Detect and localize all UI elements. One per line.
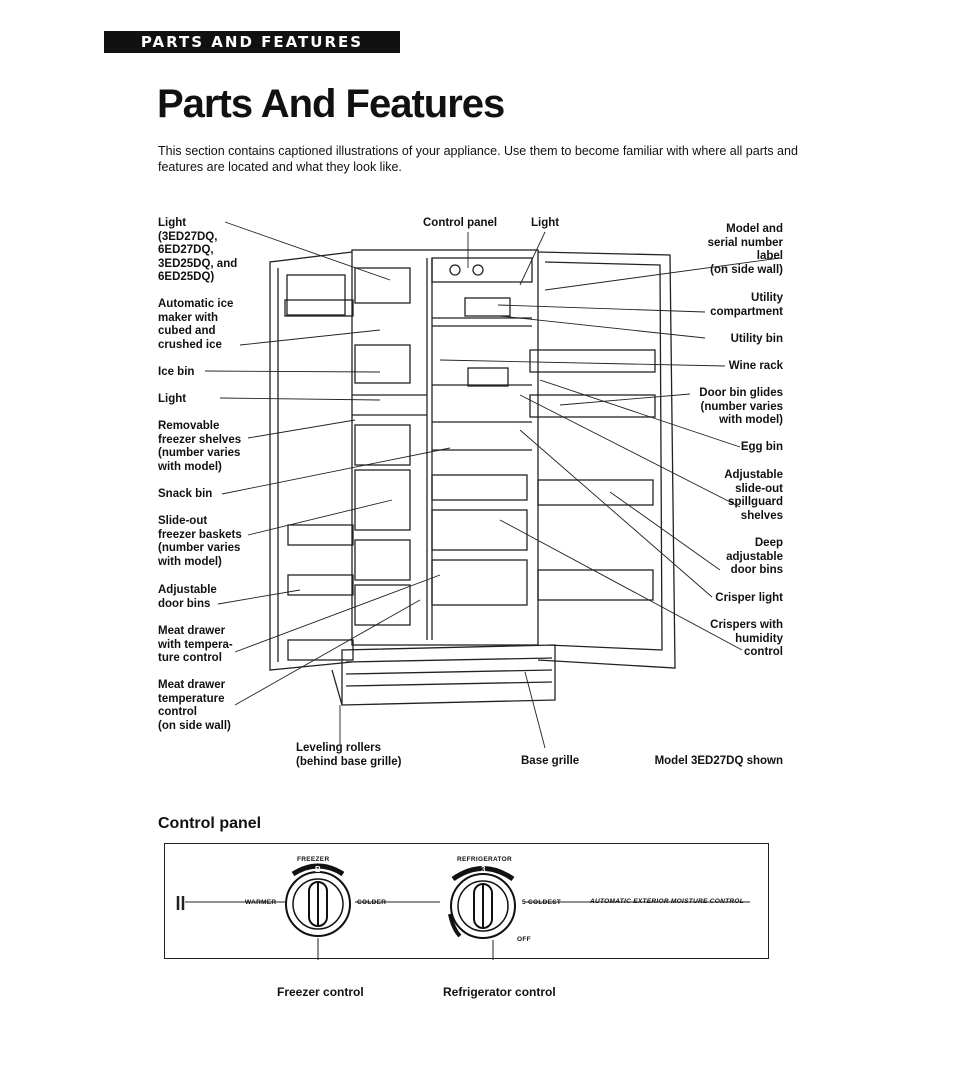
control-panel-drawing [176, 863, 750, 960]
label-base-grille: Base grille [521, 755, 580, 767]
label-control-panel: Control panel [423, 217, 498, 229]
label-egg-bin: Egg bin [740, 441, 783, 453]
label-utility-bin: Utility bin [730, 333, 783, 345]
label-meat-temp: Meat drawer temperature control (on side… [158, 679, 231, 732]
label-wine-rack: Wine rack [728, 360, 783, 372]
colder-label: COLDER [357, 899, 387, 906]
label-light-top: Light (3ED27DQ, 6ED27DQ, 3ED25DQ, and 6E… [158, 217, 238, 283]
intro-paragraph: This section contains captioned illustra… [158, 144, 798, 174]
refrigerator-dial-label: REFRIGERATOR [457, 856, 512, 863]
label-freezer-baskets: Slide-out freezer baskets (number varies… [158, 515, 242, 568]
refrigerator-control-caption: Refrigerator control [443, 985, 556, 999]
label-model-serial: Model and serial number label (on side w… [707, 223, 783, 276]
freezer-control-caption: Freezer control [277, 985, 364, 999]
label-adj-door-bins: Adjustable door bins [158, 584, 217, 610]
label-utility-compartment: Utility compartment [710, 292, 783, 318]
section-banner: PARTS AND FEATURES [104, 31, 400, 53]
label-deep-bins: Deep adjustable door bins [726, 537, 783, 576]
freezer-dial-knob[interactable] [285, 863, 351, 937]
freezer-dial-setting: B [315, 865, 322, 874]
label-light-freezer: Light [158, 393, 187, 405]
control-panel-box: FREEZER REFRIGERATOR WARMER COLDER 5 COL… [164, 843, 769, 960]
label-light-fridge: Light [531, 217, 560, 229]
label-door-bin-glides: Door bin glides (number varies with mode… [699, 387, 783, 426]
label-meat-drawer: Meat drawer with tempera- ture control [158, 625, 233, 664]
page-title: Parts And Features [157, 82, 505, 126]
control-panel-heading: Control panel [158, 815, 262, 832]
refrigerator-dial-setting: 3 [481, 865, 486, 874]
coldest-label: 5 COLDEST [522, 899, 562, 906]
label-crisper-light: Crisper light [715, 592, 783, 604]
freezer-dial-label: FREEZER [297, 856, 330, 863]
label-ice-bin: Ice bin [158, 366, 195, 378]
warmer-label: WARMER [245, 899, 277, 906]
refrigerator-dial-knob[interactable] [448, 866, 516, 939]
label-leveling-rollers: Leveling rollers (behind base grille) [296, 742, 402, 768]
off-label: OFF [517, 936, 531, 943]
moisture-control-label: AUTOMATIC EXTERIOR MOISTURE CONTROL [590, 898, 744, 905]
label-model-shown: Model 3ED27DQ shown [654, 755, 783, 767]
label-spillguard: Adjustable slide-out spillguard shelves [724, 469, 783, 522]
label-ice-maker: Automatic ice maker with cubed and crush… [158, 298, 234, 351]
label-snack-bin: Snack bin [158, 488, 213, 500]
label-freezer-shelves: Removable freezer shelves (number varies… [158, 420, 242, 473]
refrigerator-illustration [204, 221, 781, 749]
label-crispers: Crispers with humidity control [710, 619, 783, 658]
